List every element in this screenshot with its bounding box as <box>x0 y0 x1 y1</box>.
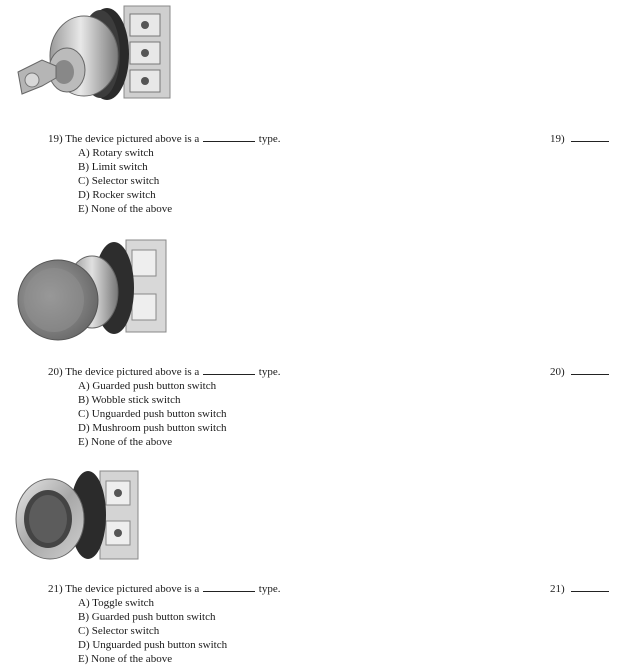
mushroom-push-button-icon <box>14 234 174 346</box>
option-a[interactable]: A) Toggle switch <box>78 597 155 609</box>
option-b[interactable]: B) Wobble stick switch <box>78 394 181 406</box>
answer-line[interactable] <box>570 366 609 375</box>
option-c[interactable]: C) Unguarded push button switch <box>78 408 227 420</box>
question-20-stem: 20) The device pictured above is a type. <box>48 365 281 379</box>
question-19-stem: 19) The device pictured above is a type. <box>48 132 281 146</box>
question-stem-suffix: type. <box>258 583 281 595</box>
fill-in-blank <box>203 582 256 592</box>
option-a[interactable]: A) Guarded push button switch <box>78 380 217 392</box>
question-number: 19) <box>550 133 565 145</box>
question-stem-suffix: type. <box>258 133 281 145</box>
question-21-stem: 21) The device pictured above is a type. <box>48 582 281 596</box>
question-stem-text: 19) The device pictured above is a <box>48 133 200 145</box>
question-19-options: A) Rotary switch B) Limit switch C) Sele… <box>78 146 172 216</box>
question-20-number: 20) <box>550 365 609 379</box>
question-21-options: A) Toggle switch B) Guarded push button … <box>78 596 227 666</box>
option-a[interactable]: A) Rotary switch <box>78 147 154 159</box>
guarded-push-button-icon <box>14 465 144 570</box>
option-b[interactable]: B) Guarded push button switch <box>78 611 216 623</box>
option-e[interactable]: E) None of the above <box>78 653 173 665</box>
question-number: 21) <box>550 583 565 595</box>
option-e[interactable]: E) None of the above <box>78 436 173 448</box>
option-b[interactable]: B) Limit switch <box>78 161 148 173</box>
question-stem-suffix: type. <box>258 366 281 378</box>
question-stem-text: 20) The device pictured above is a <box>48 366 200 378</box>
answer-line[interactable] <box>570 133 609 142</box>
question-21-number: 21) <box>550 582 609 596</box>
question-19-number: 19) <box>550 132 609 146</box>
option-c[interactable]: C) Selector switch <box>78 625 160 637</box>
option-d[interactable]: D) Mushroom push button switch <box>78 422 227 434</box>
option-d[interactable]: D) Unguarded push button switch <box>78 639 228 651</box>
fill-in-blank <box>203 132 256 142</box>
fill-in-blank <box>203 365 256 375</box>
key-selector-switch-icon <box>12 0 182 112</box>
option-e[interactable]: E) None of the above <box>78 203 173 215</box>
option-d[interactable]: D) Rocker switch <box>78 189 156 201</box>
question-number: 20) <box>550 366 565 378</box>
answer-line[interactable] <box>570 583 609 592</box>
option-c[interactable]: C) Selector switch <box>78 175 160 187</box>
question-stem-text: 21) The device pictured above is a <box>48 583 200 595</box>
question-20-options: A) Guarded push button switch B) Wobble … <box>78 379 227 449</box>
